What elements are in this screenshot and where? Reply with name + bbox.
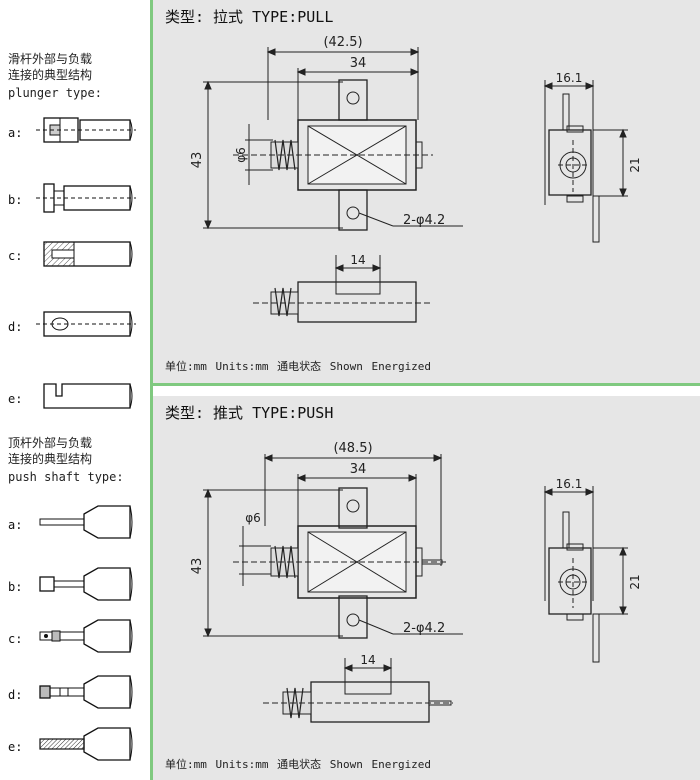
plunger-a-figure xyxy=(36,117,136,143)
plunger-label-e: e: xyxy=(8,392,23,406)
push-label-e: e: xyxy=(8,740,23,754)
push-d-figure xyxy=(39,675,133,709)
push-label-c: c: xyxy=(8,632,23,646)
push-dim-holes: 2-φ4.2 xyxy=(403,621,445,636)
plunger-label-b: b: xyxy=(8,193,23,207)
plunger-b-figure xyxy=(36,183,136,213)
push-b-figure xyxy=(39,567,133,601)
push-c-figure xyxy=(39,619,133,653)
push-dim-bottom: 14 xyxy=(360,653,375,667)
plunger-heading-cn-1: 滑杆外部与负载 xyxy=(8,52,93,66)
plunger-c-figure xyxy=(43,241,133,267)
sidebar: 滑杆外部与负载 连接的典型结构 plunger type: a: b: c: d… xyxy=(0,0,152,780)
plunger-d-figure xyxy=(36,311,136,337)
push-dim-body: 34 xyxy=(350,462,367,477)
push-dim-overall: (48.5) xyxy=(333,441,372,456)
push-title: 类型: 推式 TYPE:PUSH xyxy=(165,404,334,422)
push-dim-height: 43 xyxy=(190,558,205,575)
push-dim-side-width: 16.1 xyxy=(556,477,583,491)
plunger-heading-en: plunger type: xyxy=(8,86,102,100)
pull-title: 类型: 拉式 TYPE:PULL xyxy=(165,8,334,26)
pull-dim-bottom: 14 xyxy=(350,253,365,267)
push-label-b: b: xyxy=(8,580,23,594)
push-a-figure xyxy=(39,505,133,539)
push-heading-cn-1: 顶杆外部与负载 xyxy=(8,436,93,450)
pull-dim-side-height: 21 xyxy=(628,157,642,172)
push-label-d: d: xyxy=(8,688,23,702)
push-dim-plunger: φ6 xyxy=(245,511,261,525)
push-panel: 类型: 推式 TYPE:PUSH xyxy=(153,396,700,780)
push-drawing: (48.5) 34 43 φ6 2-φ4.2 16.1 21 14 xyxy=(190,441,642,723)
pull-drawing: (42.5) 34 43 φ6 2-φ4.2 16.1 21 14 xyxy=(190,35,642,323)
pull-dim-body: 34 xyxy=(350,56,367,71)
pull-dim-overall: (42.5) xyxy=(323,35,362,50)
push-footer: 单位:mm Units:mm 通电状态 Shown Energized xyxy=(165,758,432,771)
pull-footer: 单位:mm Units:mm 通电状态 Shown Energized xyxy=(165,360,432,373)
push-label-a: a: xyxy=(8,518,23,532)
push-heading-en: push shaft type: xyxy=(8,470,124,484)
push-e-figure xyxy=(39,727,133,761)
pull-dim-holes: 2-φ4.2 xyxy=(403,213,445,228)
push-dim-side-height: 21 xyxy=(628,574,642,589)
plunger-label-d: d: xyxy=(8,320,23,334)
horizontal-divider xyxy=(150,383,700,386)
pull-dim-plunger: φ6 xyxy=(234,147,248,163)
pull-dim-side-width: 16.1 xyxy=(556,71,583,85)
vertical-divider xyxy=(150,0,153,780)
pull-dim-height: 43 xyxy=(190,152,205,169)
plunger-heading-cn-2: 连接的典型结构 xyxy=(8,68,93,82)
plunger-label-c: c: xyxy=(8,249,23,263)
plunger-label-a: a: xyxy=(8,126,23,140)
pull-panel: 类型: 拉式 TYPE:PULL xyxy=(153,0,700,383)
push-heading-cn-2: 连接的典型结构 xyxy=(8,452,93,466)
plunger-e-figure xyxy=(43,383,133,409)
